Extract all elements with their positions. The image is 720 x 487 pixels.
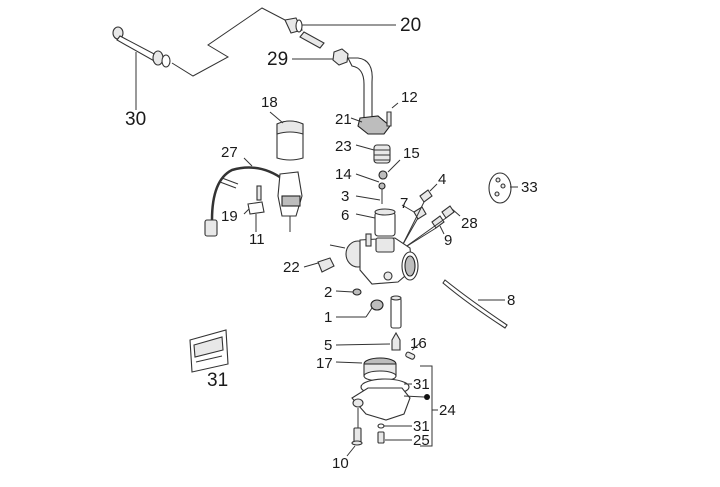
part-6-slide[interactable] bbox=[374, 208, 396, 237]
callout-33: 33 bbox=[521, 179, 538, 196]
part-19-screw[interactable] bbox=[256, 185, 262, 201]
callout-31-decal: 31 bbox=[207, 370, 229, 391]
callout-17: 17 bbox=[316, 355, 333, 372]
leader-18 bbox=[269, 111, 284, 124]
leader-15 bbox=[387, 159, 401, 173]
part-21-cap[interactable] bbox=[357, 115, 391, 135]
leader-5 bbox=[335, 343, 391, 346]
emulsion-tube[interactable] bbox=[390, 295, 402, 329]
callout-30: 30 bbox=[125, 109, 147, 130]
part-29-nut-hose[interactable] bbox=[332, 48, 373, 119]
leader-9 bbox=[439, 225, 445, 235]
callout-27: 27 bbox=[221, 144, 238, 161]
callout-18: 18 bbox=[261, 94, 278, 111]
callout-31-lower: 31 bbox=[413, 418, 430, 435]
callout-8: 8 bbox=[507, 292, 516, 309]
bracket-24 bbox=[420, 365, 433, 447]
callout-1: 1 bbox=[324, 309, 333, 326]
leader-3 bbox=[355, 195, 381, 201]
part-18-cap[interactable] bbox=[276, 120, 304, 161]
callout-16: 16 bbox=[410, 335, 427, 352]
callout-21: 21 bbox=[335, 111, 352, 128]
callout-23: 23 bbox=[335, 138, 352, 155]
part-25-screw[interactable] bbox=[377, 431, 385, 444]
leader-4 bbox=[429, 183, 438, 192]
leader-17 bbox=[335, 361, 363, 364]
part-28-screw[interactable] bbox=[441, 205, 455, 219]
part-8-hose[interactable] bbox=[442, 279, 508, 329]
part-20-fitting[interactable] bbox=[284, 17, 325, 49]
callout-31-upper: 31 bbox=[413, 376, 430, 393]
part-30-fuel-pipe[interactable] bbox=[112, 26, 171, 68]
part-2-jet[interactable] bbox=[352, 288, 362, 296]
leader-28 bbox=[451, 208, 461, 217]
callout-20: 20 bbox=[400, 15, 422, 36]
part-1-jet[interactable] bbox=[370, 299, 384, 311]
part-27-choke[interactable] bbox=[204, 166, 303, 237]
part-11-bracket[interactable] bbox=[247, 201, 265, 215]
callout-29: 29 bbox=[267, 49, 289, 70]
bowl-marker-dot bbox=[424, 394, 430, 400]
callout-24: 24 bbox=[439, 402, 456, 419]
part-5-needle-valve[interactable] bbox=[391, 331, 401, 351]
part-22-screw[interactable] bbox=[317, 257, 335, 273]
leader-21 bbox=[350, 117, 363, 123]
part-7-spring[interactable] bbox=[413, 206, 427, 220]
part-10-screw[interactable] bbox=[351, 427, 363, 446]
callout-5: 5 bbox=[324, 337, 333, 354]
leader-16 bbox=[411, 342, 421, 351]
leader-27 bbox=[243, 157, 253, 167]
callout-25: 25 bbox=[413, 432, 430, 449]
callout-12: 12 bbox=[401, 89, 418, 106]
part-16-pin[interactable] bbox=[405, 351, 416, 360]
part-12-screw[interactable] bbox=[386, 111, 392, 127]
part-15-clip[interactable] bbox=[378, 170, 388, 180]
assembly-line bbox=[403, 217, 447, 249]
callout-22: 22 bbox=[283, 259, 300, 276]
callout-10: 10 bbox=[332, 455, 349, 472]
callout-11: 11 bbox=[249, 231, 265, 248]
leader-2 bbox=[335, 290, 354, 293]
leader-14 bbox=[355, 173, 380, 183]
carburettor-body[interactable] bbox=[329, 233, 419, 285]
leader-1b bbox=[365, 307, 373, 318]
connector-line-30-20 bbox=[171, 7, 286, 77]
callout-6: 6 bbox=[341, 207, 350, 224]
callout-7: 7 bbox=[400, 195, 409, 212]
leader-23 bbox=[355, 144, 375, 151]
part-31-decal[interactable] bbox=[189, 329, 229, 373]
callout-28: 28 bbox=[461, 215, 478, 232]
callout-19: 19 bbox=[221, 208, 238, 225]
callout-9: 9 bbox=[444, 232, 453, 249]
leader-bowl-dot bbox=[403, 395, 425, 398]
float-bowl[interactable] bbox=[351, 378, 411, 428]
part-31-washer[interactable] bbox=[377, 423, 385, 429]
leader-7 bbox=[401, 204, 415, 213]
callout-14: 14 bbox=[335, 166, 352, 183]
leader-22 bbox=[303, 262, 319, 268]
leader-12 bbox=[391, 102, 399, 109]
callout-15: 15 bbox=[403, 145, 420, 162]
callout-3: 3 bbox=[341, 188, 350, 205]
part-33-cover[interactable] bbox=[488, 172, 512, 204]
leader-10 bbox=[346, 445, 356, 457]
part-17-float[interactable] bbox=[363, 357, 397, 382]
leader-6 bbox=[355, 213, 376, 219]
assembly-line bbox=[401, 201, 425, 247]
callout-2: 2 bbox=[324, 284, 333, 301]
part-14-needle[interactable] bbox=[378, 182, 386, 204]
part-23-spring[interactable] bbox=[373, 144, 391, 164]
callout-4: 4 bbox=[438, 171, 447, 188]
part-4-screw[interactable] bbox=[419, 189, 433, 203]
